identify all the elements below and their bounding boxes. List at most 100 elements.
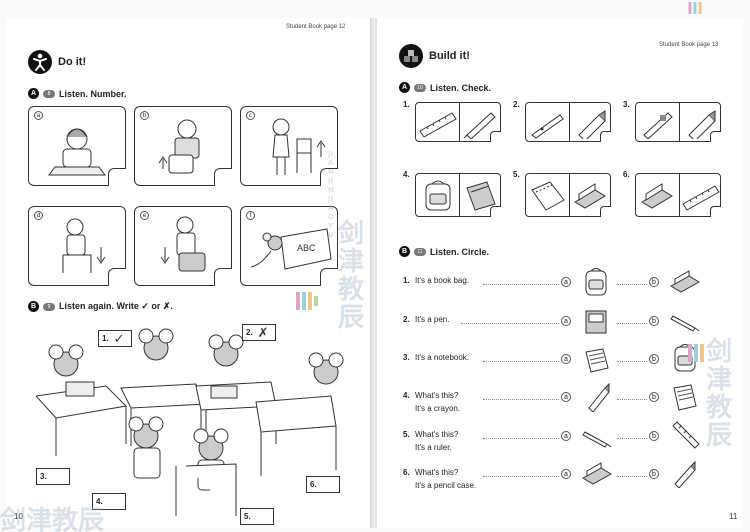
page-title: Do it! (58, 56, 87, 68)
check-item-3[interactable] (635, 102, 721, 142)
check-item-1[interactable] (415, 102, 501, 142)
section-letter: A (399, 82, 410, 93)
option-a[interactable]: a (561, 354, 571, 364)
picture-d: d (28, 206, 126, 286)
item-number: 3. (623, 100, 630, 109)
check-item-2[interactable] (525, 102, 611, 142)
question-line: It's a pen. (415, 315, 450, 324)
dotted-leader (461, 323, 559, 324)
option-a[interactable]: a (561, 431, 571, 441)
question-number: 1. (403, 276, 410, 285)
notebook-icon[interactable] (583, 308, 609, 336)
question-number: 2. (403, 315, 410, 324)
pencil-case-icon (466, 181, 496, 211)
watermark-chars: 剑津教辰 (0, 506, 105, 532)
dotted-leader (483, 399, 559, 400)
dotted-leader (617, 438, 647, 439)
option-b[interactable]: b (649, 354, 659, 364)
option-b[interactable]: b (649, 316, 659, 326)
watermark-chars: 剑津教辰 (706, 337, 733, 451)
check-item-5[interactable] (525, 173, 611, 217)
pen-icon[interactable] (581, 424, 613, 450)
answer-number: 5. (244, 512, 251, 521)
crayon-icon[interactable] (583, 382, 611, 412)
notebook-icon[interactable] (583, 346, 611, 374)
picture-c: c (240, 106, 338, 186)
watermark-logo-icon (688, 344, 704, 362)
pencil-case-icon[interactable] (669, 268, 701, 296)
mouse-with-book-illustration: ABC (250, 228, 332, 270)
option-a[interactable]: a (561, 316, 571, 326)
answer-box-1[interactable]: 1. ✓ (98, 330, 132, 347)
question-line: It's a book bag. (415, 276, 470, 285)
dotted-leader (617, 284, 647, 285)
picture-letter: e (140, 211, 149, 220)
option-b[interactable]: b (649, 277, 659, 287)
crayon-icon[interactable] (671, 460, 699, 488)
answer-box-3[interactable]: 3. (36, 468, 70, 485)
option-a[interactable]: a (561, 277, 571, 287)
question-number: 5. (403, 430, 410, 439)
section-letter: A (28, 88, 39, 99)
left-page: Student Book page 12 Do it! A 8 Listen. … (6, 18, 371, 528)
question-line: What's this? (415, 391, 459, 400)
svg-text:ABC: ABC (297, 243, 316, 253)
boy-with-bag-illustration (158, 119, 200, 174)
section-a-header: A 10 Listen. Check. (399, 82, 491, 93)
picture-letter: f (246, 211, 255, 220)
cd-track-icon: 8 (43, 89, 55, 98)
notebook-icon[interactable] (671, 382, 699, 412)
dotted-leader (483, 284, 559, 285)
watermark-pinyin: JIAN JIN JIAO YU (328, 150, 338, 240)
page-number: 10 (14, 512, 23, 521)
picture-f: f ABC (240, 206, 338, 286)
ruler-icon[interactable] (669, 420, 701, 452)
girl-reading-illustration (48, 128, 106, 176)
item-number: 6. (623, 170, 630, 179)
answer-box-5[interactable]: 5. (240, 508, 274, 525)
picture-b: b (134, 106, 232, 186)
option-a[interactable]: a (561, 469, 571, 479)
picture-letter: d (34, 211, 43, 220)
item-number: 5. (513, 170, 520, 179)
pen-icon[interactable] (669, 308, 701, 334)
question-text: What's this? It's a pencil case. (415, 466, 476, 492)
question-text: It's a notebook. (415, 351, 469, 364)
question-number: 6. (403, 468, 410, 477)
item-number: 1. (403, 100, 410, 109)
cd-track-icon: 10 (414, 83, 426, 92)
answer-number: 4. (96, 497, 103, 506)
question-text: What's this? It's a crayon. (415, 389, 460, 415)
section-b-header: B 11 Listen. Circle. (399, 246, 489, 257)
blocks-icon (399, 44, 423, 68)
cd-track-icon: 9 (43, 302, 55, 311)
section-letter: B (28, 301, 39, 312)
section-a-header: A 8 Listen. Number. (28, 88, 127, 99)
option-b[interactable]: b (649, 392, 659, 402)
pen-icon (463, 112, 496, 139)
answer-box-2[interactable]: 2. ✗ (242, 324, 276, 341)
question-line: It's a ruler. (415, 443, 452, 452)
answer-box-4[interactable]: 4. (92, 493, 126, 510)
check-item-4[interactable] (415, 173, 501, 217)
book-bag-icon (425, 180, 451, 211)
book-bag-icon[interactable] (581, 266, 611, 298)
section-instruction: Listen. Circle. (430, 246, 490, 257)
option-a[interactable]: a (561, 392, 571, 402)
pencil-case-icon (641, 183, 673, 209)
section-instruction: Listen. Number. (59, 88, 127, 99)
pencil-case-icon (574, 183, 606, 209)
picture-letter: a (34, 111, 43, 120)
picture-a: a (28, 106, 126, 186)
answer-number: 2. (246, 328, 253, 337)
question-line: It's a notebook. (415, 353, 470, 362)
answer-number: 6. (310, 480, 317, 489)
answer-box-6[interactable]: 6. (306, 476, 340, 493)
check-item-6[interactable] (635, 173, 721, 217)
picture-letter: b (140, 111, 149, 120)
watermark-text-right: 剑津教辰 (706, 338, 736, 450)
option-b[interactable]: b (649, 431, 659, 441)
section-b-header: B 9 Listen again. Write ✓ or ✗. (28, 301, 173, 312)
pencil-case-icon[interactable] (581, 460, 613, 488)
option-b[interactable]: b (649, 469, 659, 479)
